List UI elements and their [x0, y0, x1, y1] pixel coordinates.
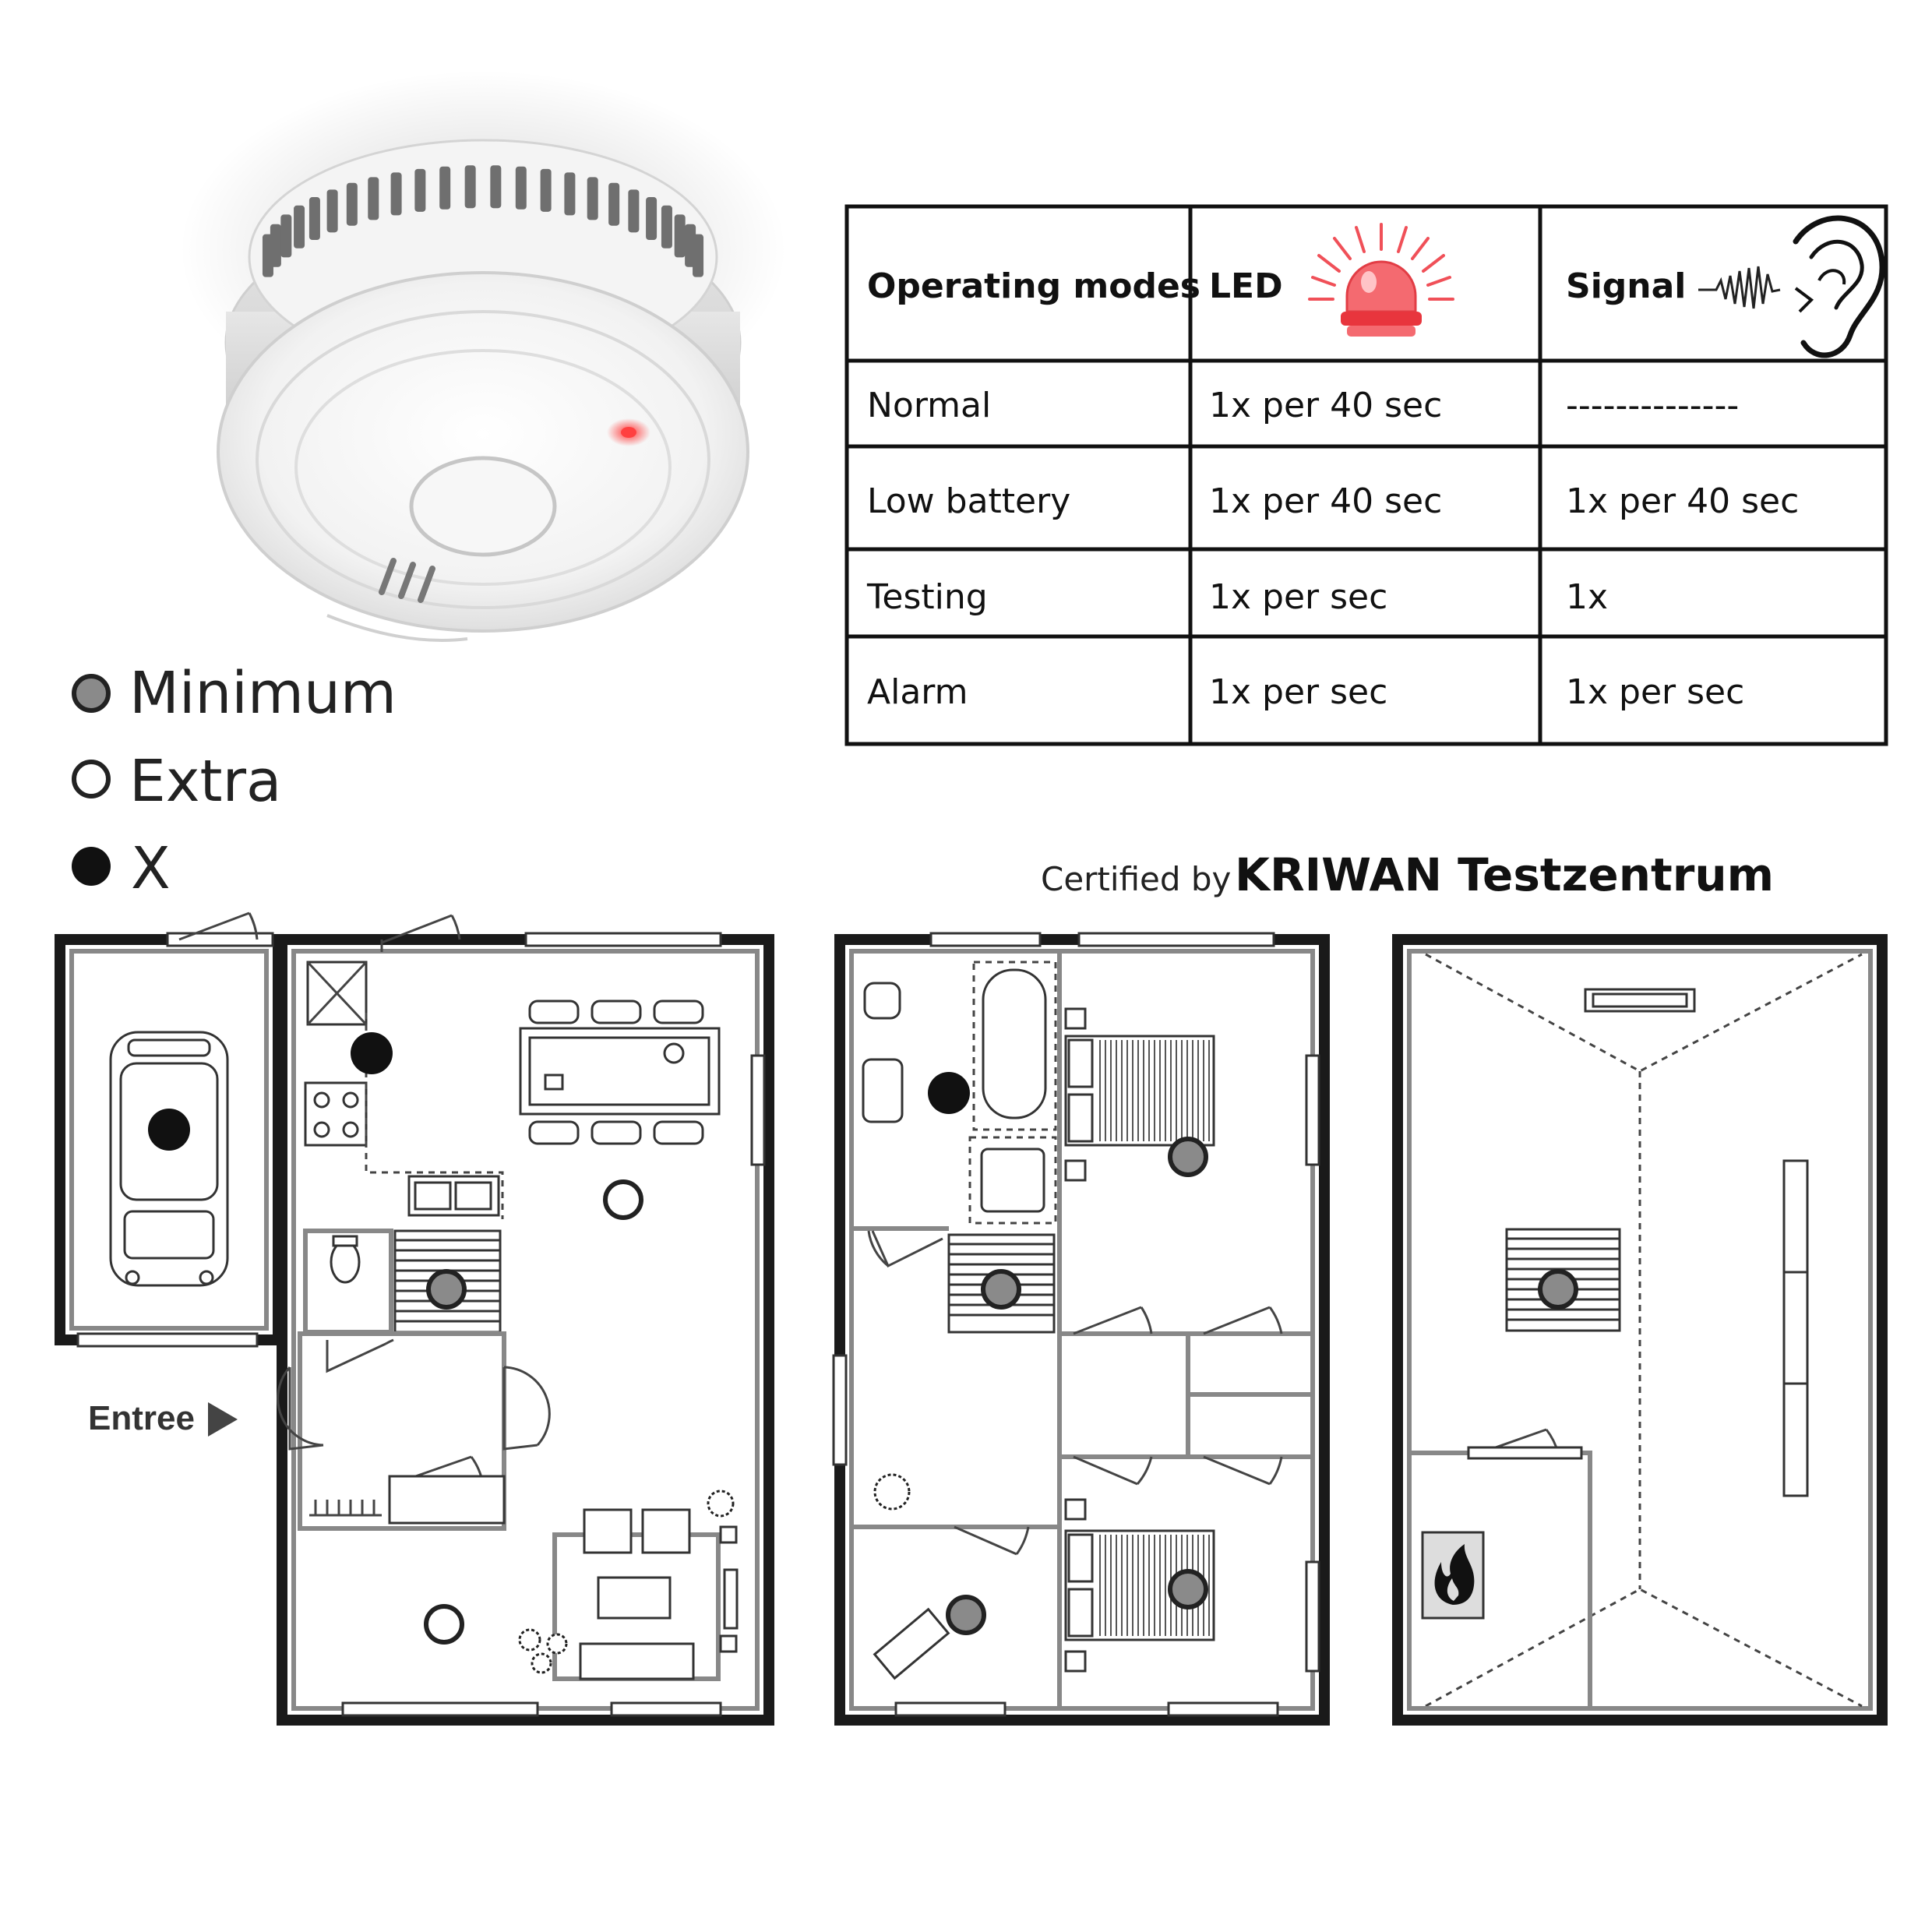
certification-line: Certified by KRIWAN Testzentrum	[1041, 848, 1774, 901]
detector-marker-minimum	[1168, 1137, 1208, 1177]
test-button	[409, 456, 557, 557]
header-operating-modes: Operating modes	[867, 266, 1200, 306]
detector-marker-x	[928, 1072, 970, 1114]
header-led: LED	[1209, 266, 1283, 306]
vent-slot	[464, 165, 476, 209]
legend-minimum-label: Minimum	[129, 660, 397, 727]
x-marker-icon	[72, 847, 111, 886]
vent-slot	[515, 166, 527, 210]
vent-slot	[587, 177, 598, 220]
minimum-marker-icon	[72, 674, 111, 713]
vent-slot	[308, 197, 320, 241]
detector-marker-x	[148, 1109, 190, 1151]
row-testing-mode: Testing	[866, 577, 988, 617]
vent-slot	[608, 182, 620, 226]
vent-slot	[628, 189, 640, 233]
detector-marker-extra	[424, 1604, 464, 1645]
detector-marker-minimum	[426, 1269, 467, 1310]
header-signal: Signal	[1566, 266, 1686, 306]
attic-floor-plan	[1392, 934, 1888, 1726]
vent-slot	[270, 224, 281, 267]
row-testing-led: 1x per sec	[1209, 577, 1387, 617]
ear-sound-icon	[1698, 215, 1885, 358]
beacon-light-icon	[1308, 223, 1454, 337]
vent-slot	[294, 205, 305, 249]
operating-modes-table: Operating modes LED Signal	[844, 204, 1888, 746]
vent-slot	[564, 172, 576, 216]
row-normal-signal: --------------	[1566, 386, 1739, 425]
detector-marker-extra	[603, 1179, 643, 1220]
vent-slot	[368, 177, 379, 220]
first-floor-plan	[832, 932, 1330, 1726]
lounger	[873, 1607, 950, 1680]
detector-marker-minimum	[1538, 1269, 1578, 1310]
vent-slot	[661, 205, 672, 249]
plant-icon	[873, 1473, 911, 1511]
legend: Minimum Extra X	[72, 660, 397, 902]
certifier-name: KRIWAN Testzentrum	[1235, 848, 1774, 901]
vent-slots	[262, 165, 704, 277]
row-alarm-signal: 1x per sec	[1566, 672, 1744, 712]
vent-slot	[693, 234, 704, 277]
chairs	[528, 999, 704, 1145]
row-alarm-mode: Alarm	[867, 672, 968, 712]
row-alarm-led: 1x per sec	[1209, 672, 1387, 712]
fire-icon	[1421, 1531, 1485, 1620]
vent-slot	[326, 189, 338, 233]
row-testing-signal: 1x	[1566, 577, 1608, 617]
vent-slot	[490, 165, 502, 209]
vent-slot	[280, 214, 292, 258]
row-low-battery-led: 1x per 40 sec	[1209, 481, 1442, 521]
vent-slot	[390, 172, 402, 216]
entrance-arrow-icon	[208, 1402, 238, 1437]
vent-slot	[646, 197, 658, 241]
row-normal-led: 1x per 40 sec	[1209, 386, 1442, 425]
detector-marker-minimum	[946, 1595, 986, 1635]
certified-by-text: Certified by	[1041, 860, 1231, 898]
vent-slot	[414, 168, 426, 212]
row-low-battery-signal: 1x per 40 sec	[1566, 481, 1799, 521]
vent-slot	[439, 166, 451, 210]
row-normal-mode: Normal	[867, 386, 991, 425]
vent-slot	[346, 182, 358, 226]
legend-x-label: X	[131, 835, 171, 902]
smoke-detector-illustration	[179, 70, 787, 642]
detector-marker-minimum	[1168, 1569, 1208, 1609]
plant-icon	[518, 1490, 735, 1674]
row-low-battery-mode: Low battery	[867, 481, 1070, 521]
legend-extra-label: Extra	[129, 748, 281, 815]
ground-floor-plan: Entree	[55, 911, 774, 1726]
vent-slot	[674, 214, 686, 258]
extra-marker-icon	[72, 760, 111, 799]
detector-marker-minimum	[981, 1269, 1021, 1310]
vent-slot	[540, 168, 552, 212]
entrance-label: Entree	[88, 1399, 195, 1437]
detector-marker-x	[351, 1032, 393, 1074]
attic	[1392, 934, 1888, 1726]
car-icon	[109, 1031, 229, 1287]
